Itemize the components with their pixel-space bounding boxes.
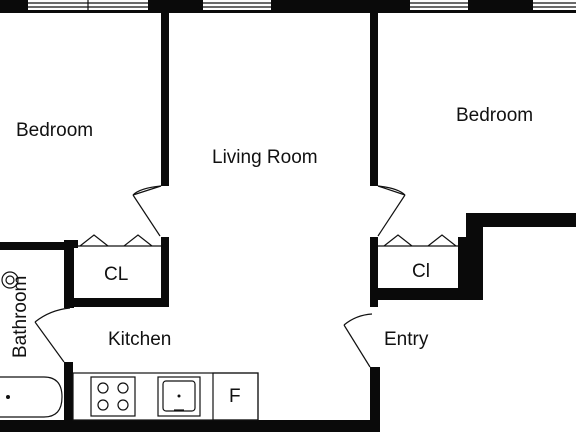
room-label-closet-right: Cl xyxy=(412,261,430,282)
room-label-bedroom-left: Bedroom xyxy=(16,120,93,141)
door-kitchen-bath xyxy=(34,307,71,363)
toilet-icon xyxy=(1,271,19,289)
door-entry xyxy=(343,313,373,368)
room-label-bedroom-right: Bedroom xyxy=(456,105,533,126)
room-label-entry: Entry xyxy=(384,329,429,350)
sink-icon xyxy=(157,376,201,417)
room-label-closet-left: CL xyxy=(104,264,128,285)
room-label-kitchen: Kitchen xyxy=(108,329,171,350)
room-label-living-room: Living Room xyxy=(212,147,318,168)
window-2 xyxy=(203,0,271,10)
closet-left-doors xyxy=(74,234,161,247)
closet-right-doors xyxy=(378,234,458,247)
room-label-bathroom: Bathroom xyxy=(10,276,31,358)
bathtub-icon xyxy=(0,376,63,418)
window-1 xyxy=(28,0,148,10)
door-left-bedroom xyxy=(132,185,162,237)
fridge-label: F xyxy=(229,386,241,407)
window-3 xyxy=(410,0,468,10)
door-right-bedroom xyxy=(377,185,406,237)
window-4 xyxy=(533,0,576,10)
fridge-icon xyxy=(212,372,259,421)
interior-walls xyxy=(0,10,576,432)
top-wall xyxy=(0,0,576,13)
stove-icon xyxy=(90,376,136,417)
